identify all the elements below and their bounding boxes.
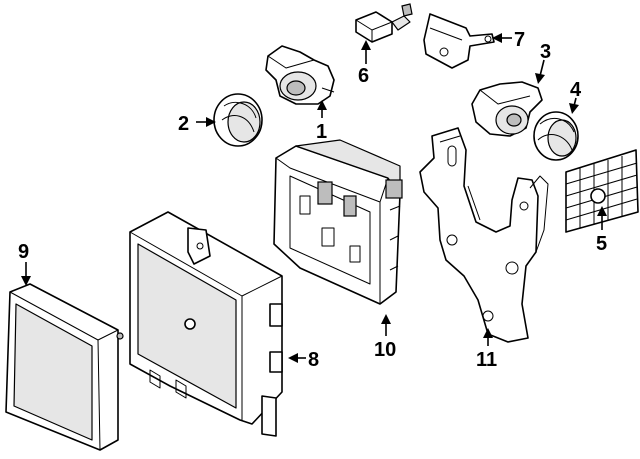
callout-7: 7 — [514, 29, 525, 51]
callout-3: 3 — [540, 41, 551, 63]
part-6-connector — [355, 3, 413, 43]
callout-1: 1 — [316, 121, 327, 143]
part-4-cap — [533, 111, 579, 161]
part-11-bracket — [419, 127, 549, 343]
callout-5: 5 — [596, 233, 607, 255]
part-1-sensor — [265, 45, 335, 105]
callout-11: 11 — [476, 349, 497, 371]
part-9-cover — [5, 283, 124, 451]
part-3-sensor — [471, 81, 543, 137]
callout-8: 8 — [308, 349, 319, 371]
callout-9: 9 — [18, 241, 29, 263]
part-5-tag — [565, 149, 639, 233]
callout-labels: 1 2 3 4 5 6 7 8 9 10 11 — [18, 29, 607, 371]
callout-2: 2 — [178, 113, 189, 135]
part-2-cap — [213, 93, 263, 147]
callout-4: 4 — [570, 79, 582, 101]
part-7-bracket — [423, 13, 495, 69]
callout-6: 6 — [358, 65, 369, 87]
part-8-module — [129, 211, 283, 437]
callout-arrows — [21, 33, 607, 363]
callout-10: 10 — [374, 339, 396, 361]
part-10-housing — [273, 139, 403, 305]
